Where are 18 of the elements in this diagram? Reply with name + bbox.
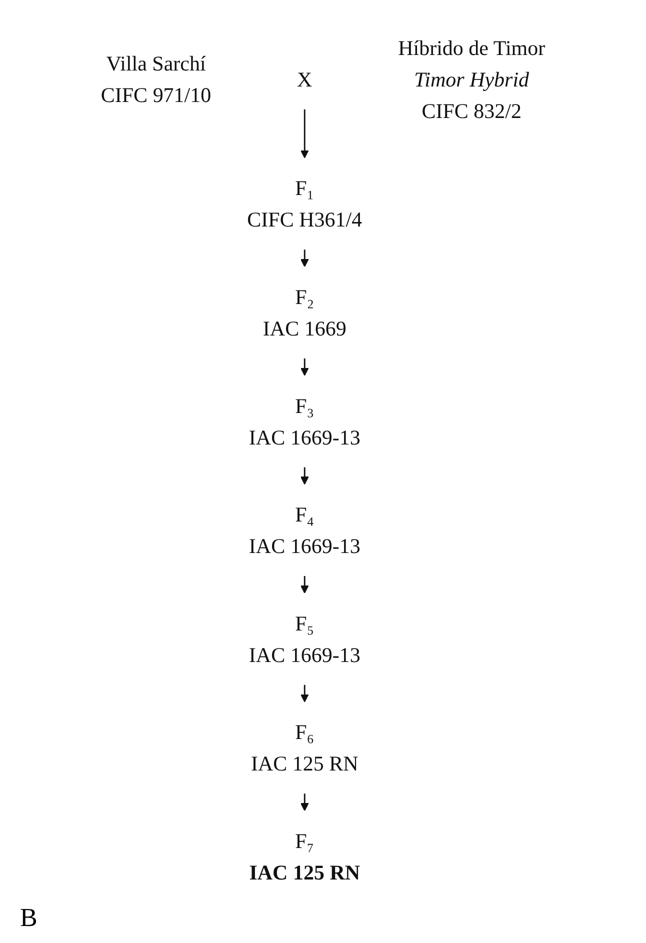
node-text: F₇ IAC 125 RN [249,828,360,884]
arrow [300,109,309,158]
node-text: F₄ IAC 1669-13 [248,502,360,558]
node-text: F₃ IAC 1669-13 [248,394,360,450]
arrow [300,794,309,812]
node-text: F₆ IAC 125 RN [250,720,358,776]
arrow [300,684,309,702]
node-text: F₂ IAC 1669 [262,284,346,340]
node-text: Híbrido de Timor Timor Hybrid CIFC 832/2 [398,36,546,123]
node-text: Villa Sarchí CIFC 971/10 [100,52,212,107]
node-text: F₁ CIFC H361/4 [247,176,362,232]
arrow [300,358,309,376]
panel-letter: B [20,903,38,932]
arrow [300,576,309,594]
arrow [300,467,309,485]
node-text: F₅ IAC 1669-13 [248,611,360,667]
node-text: X [297,67,312,92]
arrow [300,250,309,268]
